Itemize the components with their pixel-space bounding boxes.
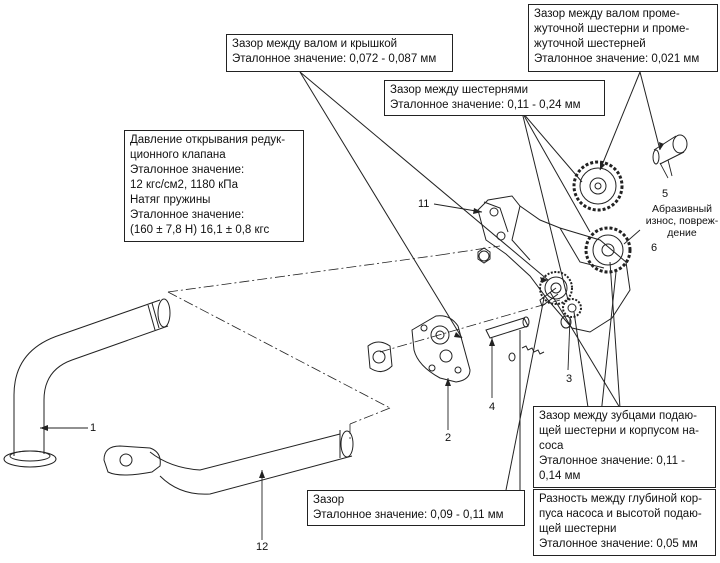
callout-11: 11 xyxy=(418,198,430,210)
box-line: Эталонное значение: 0,09 - 0,11 мм xyxy=(313,509,504,521)
gasket xyxy=(367,341,393,372)
box-line: ционного клапана xyxy=(130,149,226,161)
callout-1: 1 xyxy=(90,422,97,434)
box-line: Разность между глубиной кор- xyxy=(539,493,702,505)
box-line: Эталонное значение: xyxy=(130,209,245,221)
box-line: 0,14 мм xyxy=(539,470,581,482)
box-line: соса xyxy=(539,440,564,452)
idler-shaft-clearance-box: Зазор между валом проме- жуточной шестер… xyxy=(528,4,718,72)
box-line: Натяг пружины xyxy=(130,194,211,206)
shaft-cover-clearance-box: Зазор между валом и крышкой Эталонное зн… xyxy=(226,34,453,72)
box-line: щей шестерни xyxy=(539,523,617,535)
box-line: Зазор между валом и крышкой xyxy=(232,38,398,50)
callout-2: 2 xyxy=(445,432,452,444)
pump-body xyxy=(477,195,631,333)
box-line: Эталонное значение: xyxy=(130,164,245,176)
gear-backlash-box: Зазор между шестернями Эталонное значени… xyxy=(384,80,605,116)
callout-4: 4 xyxy=(489,401,496,413)
note-line: дение xyxy=(667,227,697,239)
box-line: Эталонное значение: 0,05 мм xyxy=(539,538,698,550)
box-line: жуточной шестерней xyxy=(534,38,646,50)
teeth-body-clearance-box: Зазор между зубцами подаю- щей шестерни … xyxy=(533,406,716,488)
callout-12: 12 xyxy=(256,541,269,553)
depth-difference-box: Разность между глубиной кор- пуса насоса… xyxy=(533,489,716,556)
abrasive-wear-note: Абразивный износ, повреж- дение xyxy=(644,203,720,239)
oil-strainer-pipe xyxy=(3,298,171,468)
relief-valve-box: Давление открывания редук- ционного клап… xyxy=(124,130,304,242)
clearance-box: Зазор Эталонное значение: 0,09 - 0,11 мм xyxy=(307,490,525,526)
box-line: Зазор между шестернями xyxy=(390,84,529,96)
note-line: Абразивный xyxy=(651,203,713,215)
box-line: Эталонное значение: 0,072 - 0,087 мм xyxy=(232,53,437,65)
box-line: (160 ± 7,8 Н) 16,1 ± 0,8 кгс xyxy=(130,224,270,236)
box-line: жуточной шестерни и проме- xyxy=(534,23,690,35)
callout-6: 6 xyxy=(651,242,658,254)
box-line: Зазор между валом проме- xyxy=(534,8,680,20)
idler-gear xyxy=(562,298,582,318)
box-line: Зазор между зубцами подаю- xyxy=(539,410,697,422)
pump-cover xyxy=(411,315,471,383)
box-line: щей шестерни и корпусом на- xyxy=(539,425,699,437)
oil-outlet-pipe xyxy=(103,430,354,495)
box-line: Эталонное значение: 0,11 - xyxy=(539,455,685,467)
callout-3: 3 xyxy=(566,373,573,385)
lower-gear xyxy=(584,226,632,274)
drive-gear xyxy=(539,271,573,307)
callout-5: 5 xyxy=(662,188,669,200)
box-line: Давление открывания редук- xyxy=(130,134,286,146)
upper-gear xyxy=(572,160,624,212)
relief-valve-parts xyxy=(485,315,572,362)
box-line: Зазор xyxy=(313,494,345,506)
box-line: пуса насоса и высотой подаю- xyxy=(539,508,702,520)
box-line: Эталонное значение: 0,11 - 0,24 мм xyxy=(390,99,581,111)
box-line: 12 кгс/см2, 1180 кПа xyxy=(130,179,238,191)
note-line: износ, повреж- xyxy=(645,215,719,227)
box-line: Эталонное значение: 0,021 мм xyxy=(534,53,700,65)
idler-shaft xyxy=(652,134,688,165)
